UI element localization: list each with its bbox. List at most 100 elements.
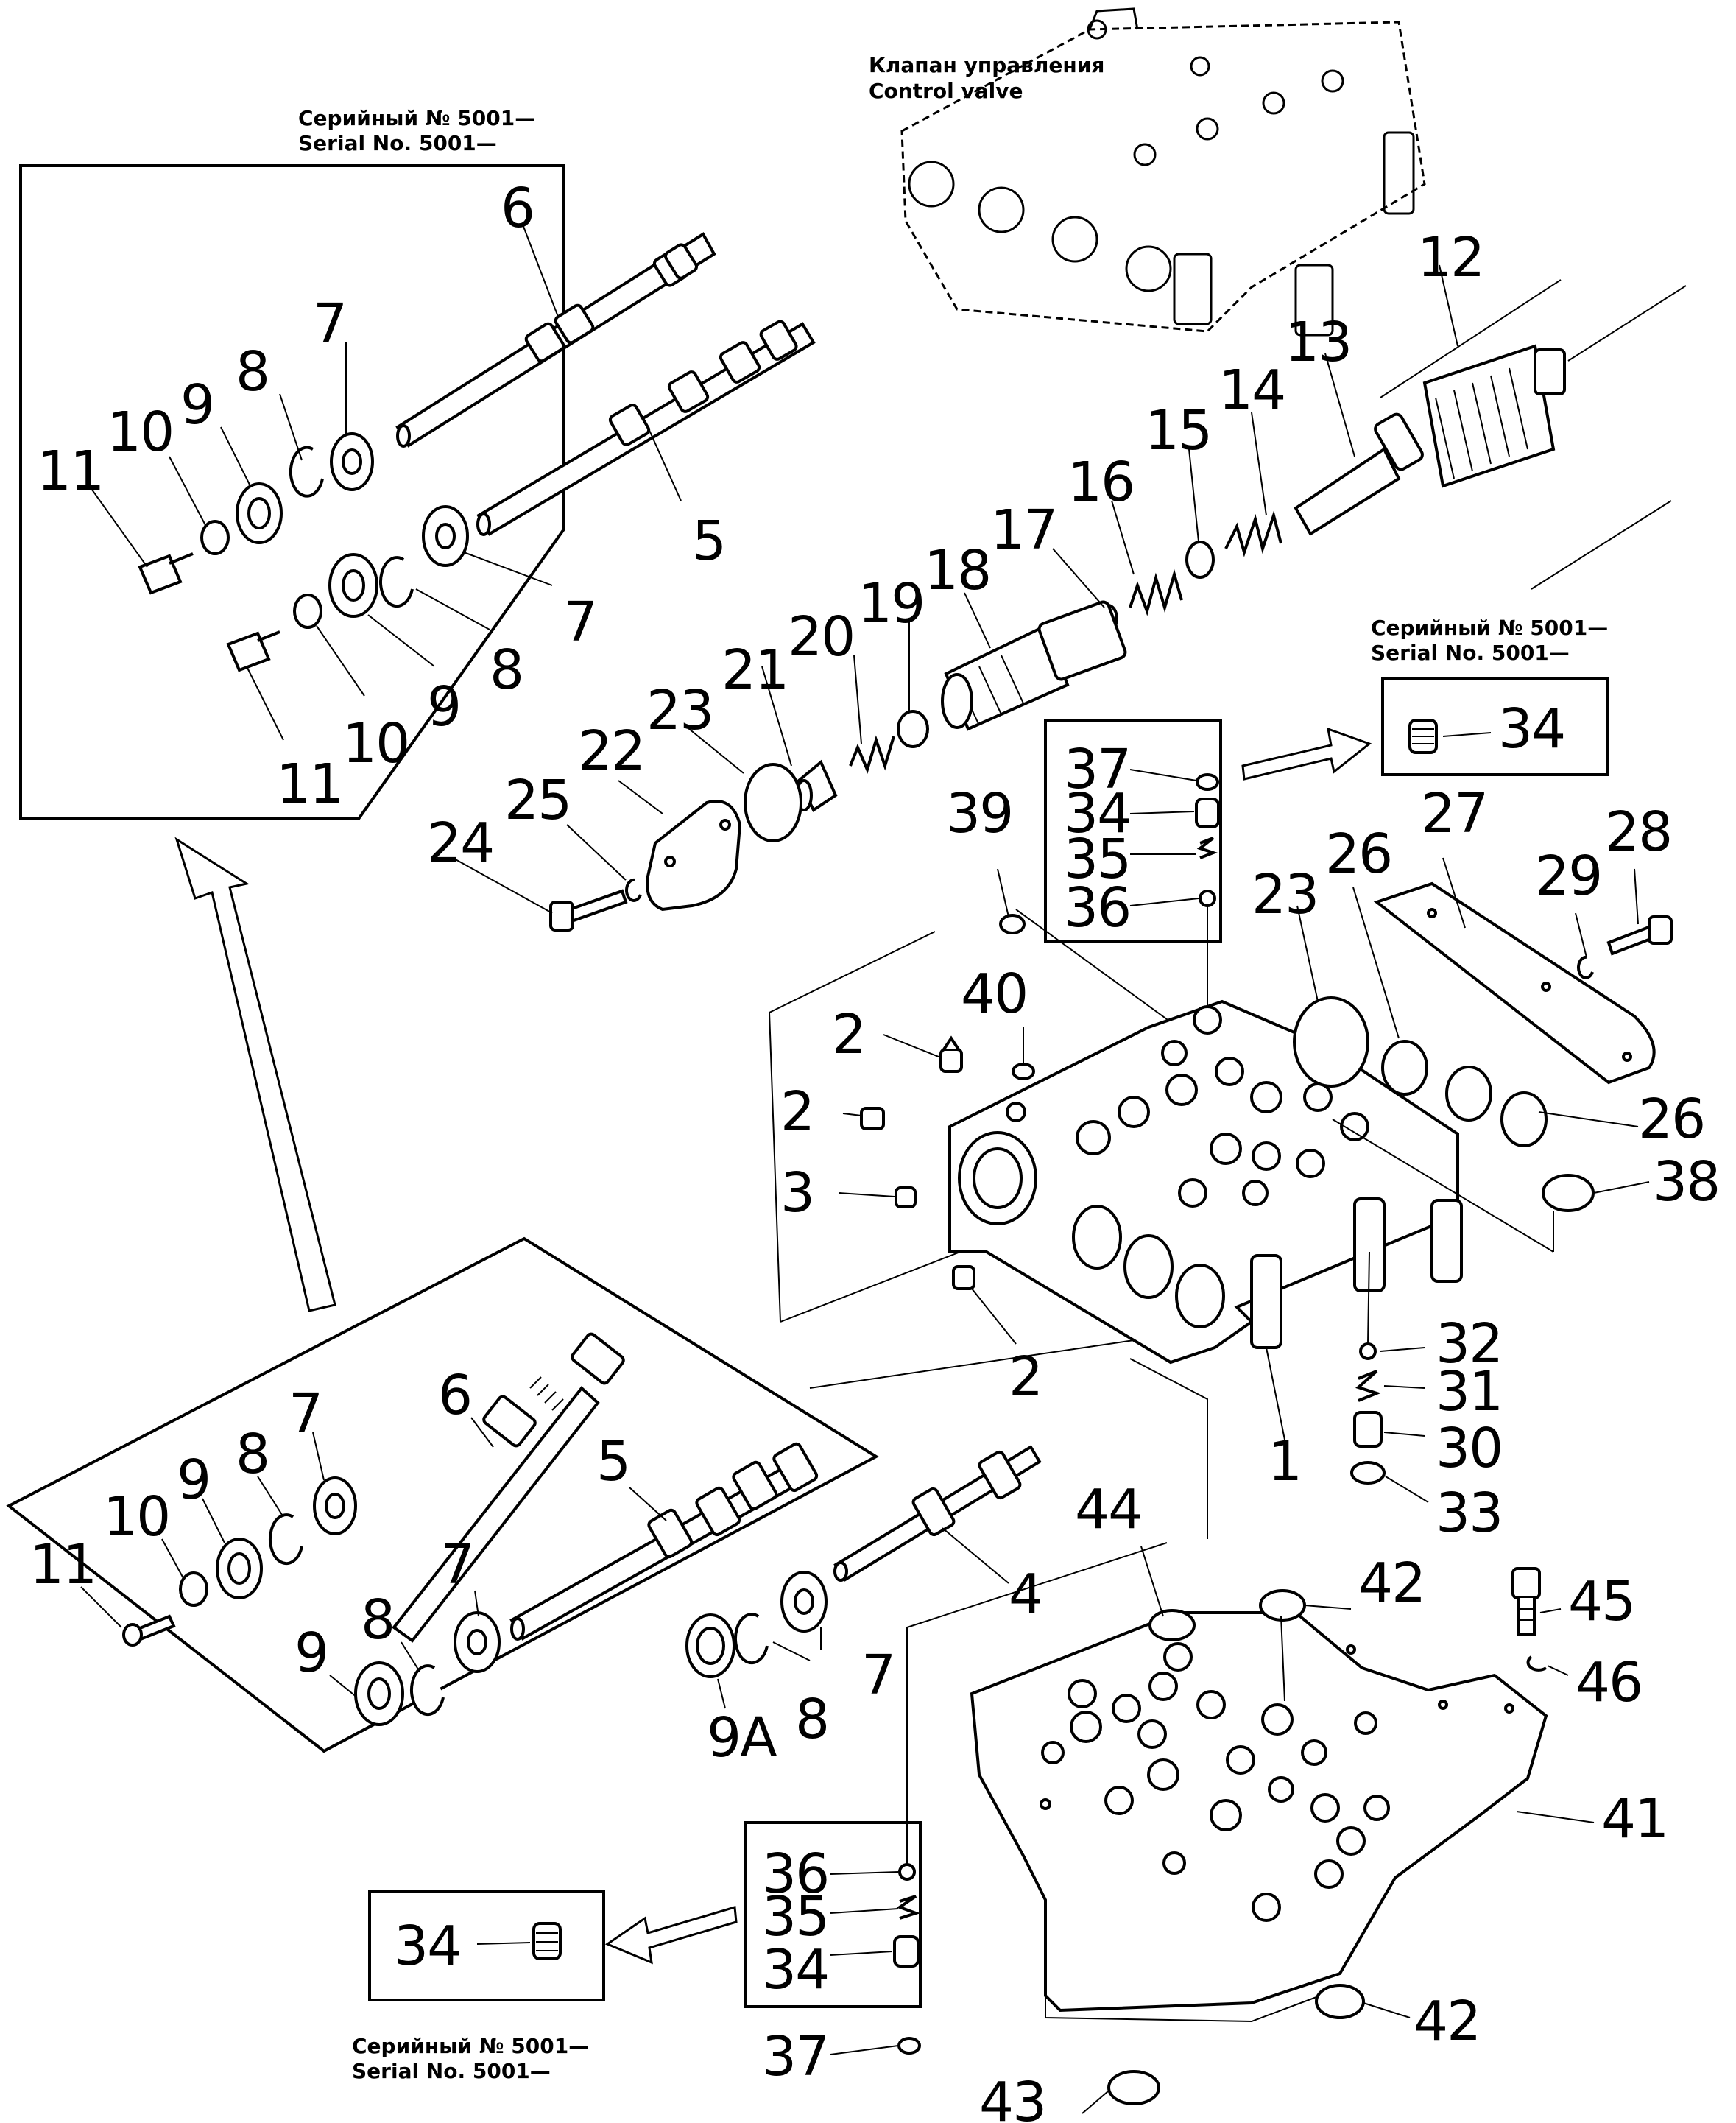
callout-26: 26 <box>1638 1088 1704 1151</box>
spool-row: 12 13 14 15 16 17 18 19 20 21 22 23 24 2… <box>427 226 1687 932</box>
callout-5: 5 <box>692 510 725 573</box>
callout-21: 21 <box>721 638 788 702</box>
snap-ring-8-lower <box>379 556 414 608</box>
callout-8: 8 <box>361 1588 394 1652</box>
callout-31: 31 <box>1436 1360 1502 1423</box>
callout-11: 11 <box>276 753 342 816</box>
callout-36: 36 <box>1064 876 1130 940</box>
right-gaskets: 23 26 27 28 29 26 38 <box>1252 782 1721 1214</box>
callout-11: 11 <box>29 1533 96 1596</box>
control-valve-label-ru: Клапан управления <box>869 53 1104 77</box>
seal-7-upper <box>330 432 374 491</box>
left-arrow <box>604 1906 738 1965</box>
control-valve-label-en: Control valve <box>869 79 1023 103</box>
valve-30-33: 32 31 30 33 <box>1350 1251 1503 1545</box>
callout-9: 9 <box>427 675 460 739</box>
washer-29 <box>1577 955 1594 979</box>
snap-ring-8-upper <box>289 446 324 498</box>
ring-39 <box>999 914 1026 934</box>
plug-2-mid <box>860 1107 885 1130</box>
callout-42: 42 <box>1358 1552 1425 1615</box>
callout-7: 7 <box>563 591 596 654</box>
callout-8: 8 <box>795 1688 828 1751</box>
lower-spool-box: 6 7 8 9 10 11 5 7 8 9 4 7 8 9A <box>6 1236 1208 1770</box>
callout-5: 5 <box>596 1430 629 1493</box>
callout-34: 34 <box>394 1915 460 1978</box>
washer-46 <box>1526 1655 1548 1672</box>
callout-8: 8 <box>236 340 269 404</box>
part-18 <box>941 600 1127 731</box>
part-12 <box>1422 344 1566 488</box>
callout-10: 10 <box>103 1485 169 1549</box>
serial-note-ru: Серийный № 5001— <box>298 106 535 130</box>
spool-6 <box>395 232 716 448</box>
callout-38: 38 <box>1653 1150 1719 1214</box>
plug-2-top <box>939 1035 963 1073</box>
callout-16: 16 <box>1068 451 1134 514</box>
lower-small-parts <box>122 1476 828 1726</box>
callout-25: 25 <box>504 769 571 832</box>
callout-24: 24 <box>427 811 493 875</box>
callout-3: 3 <box>780 1161 814 1225</box>
callout-10: 10 <box>342 712 409 775</box>
callout-20: 20 <box>788 605 854 669</box>
part-24-bolt <box>549 889 628 932</box>
bottom-plate: 44 42 45 46 41 42 43 <box>970 1478 1669 2123</box>
serial-note-en: Serial No. 5001— <box>352 2059 551 2083</box>
part-15 <box>1185 541 1215 579</box>
callout-4: 4 <box>1009 1563 1042 1626</box>
bolt-11-lower <box>226 630 280 672</box>
callout-7: 7 <box>861 1644 895 1707</box>
nut-10-lower <box>293 594 322 629</box>
serial-box-bottom: 34 <box>368 1890 605 2001</box>
serial-note-en: Serial No. 5001— <box>298 131 497 155</box>
callout-11: 11 <box>37 440 103 503</box>
serial-note-ru: Серийный № 5001— <box>1371 616 1608 640</box>
plug-2-lower <box>952 1265 975 1290</box>
callout-6: 6 <box>438 1364 471 1427</box>
callout-28: 28 <box>1605 800 1671 864</box>
callout-9: 9 <box>177 1448 210 1512</box>
serial-note-bottom: Серийный № 5001— Serial No. 5001— <box>352 2034 589 2083</box>
callout-9: 9 <box>180 373 214 437</box>
callout-37: 37 <box>762 2025 828 2088</box>
part-16-spring <box>1129 568 1183 616</box>
callout-36: 36 <box>762 1842 828 1906</box>
callout-34: 34 <box>762 1938 828 2001</box>
part-22-cover <box>646 800 742 912</box>
serial-note-right: Серийный № 5001— Serial No. 5001— <box>1371 616 1608 665</box>
control-valve: Клапан управления Control valve <box>869 7 1426 337</box>
serial-note-top-left: Серийный № 5001— Serial No. 5001— <box>298 106 535 155</box>
callout-23: 23 <box>646 679 713 742</box>
callout-46: 46 <box>1576 1651 1642 1714</box>
callout-43: 43 <box>979 2071 1045 2123</box>
callout-17: 17 <box>990 499 1056 562</box>
callout-30: 30 <box>1436 1417 1502 1480</box>
callout-1: 1 <box>1268 1430 1301 1493</box>
plug-3 <box>895 1186 917 1208</box>
up-arrow <box>174 837 336 1312</box>
callout-8: 8 <box>236 1423 269 1486</box>
callout-6: 6 <box>501 177 534 240</box>
callout-40: 40 <box>961 962 1027 1026</box>
part-25 <box>625 878 642 902</box>
callout-12: 12 <box>1417 226 1483 289</box>
lower-inset: 36 35 34 37 <box>744 1542 1168 2088</box>
callout-42: 42 <box>1414 1990 1480 2053</box>
nut-10-upper <box>200 520 230 555</box>
bolt-45 <box>1511 1567 1541 1636</box>
callout-7: 7 <box>313 292 346 356</box>
callout-18: 18 <box>924 539 990 602</box>
callout-34: 34 <box>1498 697 1564 761</box>
callout-44: 44 <box>1075 1478 1141 1541</box>
callout-29: 29 <box>1535 845 1601 908</box>
callout-39: 39 <box>946 782 1012 845</box>
callout-2: 2 <box>832 1003 865 1066</box>
callout-19: 19 <box>858 572 924 636</box>
callout-33: 33 <box>1436 1482 1502 1545</box>
right-arrow <box>1241 727 1372 781</box>
callout-13: 13 <box>1285 311 1351 374</box>
callout-32: 32 <box>1436 1312 1502 1376</box>
part-23-ring <box>744 763 802 842</box>
callout-15: 15 <box>1145 399 1211 462</box>
